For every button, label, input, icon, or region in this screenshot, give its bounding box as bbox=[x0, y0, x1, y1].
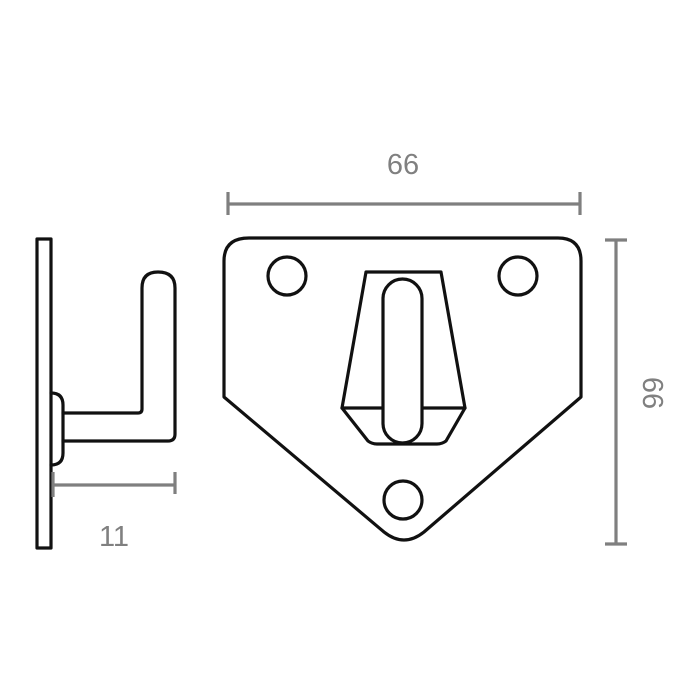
mounting-hole-top-left bbox=[266, 255, 308, 297]
side-hook-arm bbox=[61, 270, 177, 443]
side-view: 11 bbox=[35, 237, 177, 553]
width-dimension: 66 bbox=[226, 149, 582, 215]
height-dimension-label: 66 bbox=[636, 377, 668, 409]
height-dimension: 66 bbox=[605, 238, 668, 546]
side-base-plate bbox=[35, 237, 53, 550]
mounting-hole-top-right bbox=[497, 255, 539, 297]
depth-dimension-label: 11 bbox=[99, 521, 129, 553]
plate-outline bbox=[222, 236, 583, 542]
hook-slot bbox=[381, 277, 424, 445]
mounting-hole-bottom bbox=[382, 479, 424, 521]
side-mount-boss bbox=[49, 391, 65, 467]
width-dimension-label: 66 bbox=[387, 149, 419, 181]
front-view: 66 66 bbox=[222, 149, 668, 546]
depth-dimension: 11 bbox=[51, 472, 177, 553]
